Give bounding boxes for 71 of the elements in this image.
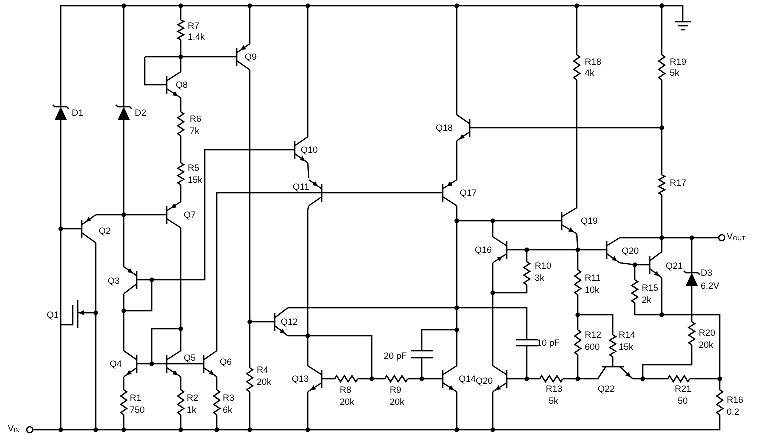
part-label: Q5: [184, 353, 196, 363]
part-label: Q11: [293, 182, 310, 192]
part-label: Q9: [245, 52, 258, 62]
part-label: R6: [190, 114, 202, 124]
value-label: 4k: [585, 68, 595, 78]
part-label: R17: [670, 178, 687, 188]
part-label: R15: [642, 283, 659, 293]
part-label: R10: [535, 261, 552, 271]
value-label: 750: [130, 405, 146, 415]
part-label: R8: [340, 385, 352, 395]
part-label: Q20: [476, 376, 494, 386]
part-label: Q12: [281, 317, 298, 327]
part-label: R4: [257, 365, 269, 375]
part-label: Q16: [475, 245, 492, 255]
value-label: 15k: [619, 342, 634, 352]
value-label: 2k: [642, 295, 652, 305]
value-label: 7k: [190, 126, 200, 136]
part-label: R7: [188, 21, 200, 31]
value-label: 20 pF: [384, 351, 408, 361]
part-label: Q17: [460, 188, 478, 198]
part-label: Q8: [176, 80, 188, 90]
part-label: R2: [187, 393, 199, 403]
part-label: R11: [585, 273, 601, 283]
part-label: D2: [135, 108, 147, 118]
terminal-label: V$_{OUT}$: [727, 232, 746, 244]
part-label: Q2: [99, 226, 112, 236]
part-label: R12: [585, 330, 602, 340]
part-label: Q10: [301, 145, 318, 155]
part-label: R9: [390, 385, 402, 395]
value-label: 20k: [340, 397, 355, 407]
value-label: 6k: [223, 405, 233, 415]
terminal-label: V$_{IN}$: [8, 424, 20, 436]
part-label: Q19: [581, 216, 598, 226]
value-label: 0.2: [727, 407, 740, 417]
part-label: Q22: [598, 384, 616, 394]
value-label: 20k: [699, 340, 714, 350]
part-label: R3: [223, 393, 235, 403]
part-label: R5: [188, 163, 200, 173]
part-label: R20: [699, 328, 716, 338]
part-label: R19: [670, 57, 687, 67]
part-label: Q18: [436, 123, 454, 133]
part-label: Q13: [292, 374, 310, 384]
part-label: Q7: [184, 210, 196, 220]
part-label: Q4: [110, 359, 122, 369]
part-label: R21: [675, 384, 692, 394]
part-label: D1: [72, 108, 84, 118]
value-label: 20k: [257, 377, 272, 387]
value-label: 15k: [188, 175, 203, 185]
part-label: Q3: [108, 276, 120, 286]
value-label: 50: [678, 396, 688, 406]
value-label: 600: [585, 342, 600, 352]
value-label: 5k: [549, 396, 559, 406]
part-label: Q14: [459, 374, 476, 384]
part-label: Q20: [622, 246, 640, 256]
value-label: 1k: [187, 405, 197, 415]
part-label: D3: [701, 268, 713, 278]
value-label: 10 pF: [537, 338, 560, 348]
value-label: 20k: [390, 397, 405, 407]
value-label: 1.4k: [188, 32, 206, 42]
part-label: R13: [546, 384, 563, 394]
part-label: Q21: [666, 261, 684, 271]
value-label: 6.2V: [701, 281, 720, 291]
part-label: R1: [130, 393, 142, 403]
part-label: Q6: [220, 357, 232, 367]
value-label: 3k: [535, 273, 545, 283]
value-label: 10k: [585, 285, 600, 295]
part-label: R16: [727, 395, 744, 405]
part-label: R18: [585, 57, 602, 67]
part-label: R14: [619, 330, 636, 340]
part-label: Q1: [47, 310, 60, 320]
value-label: 5k: [670, 68, 680, 78]
